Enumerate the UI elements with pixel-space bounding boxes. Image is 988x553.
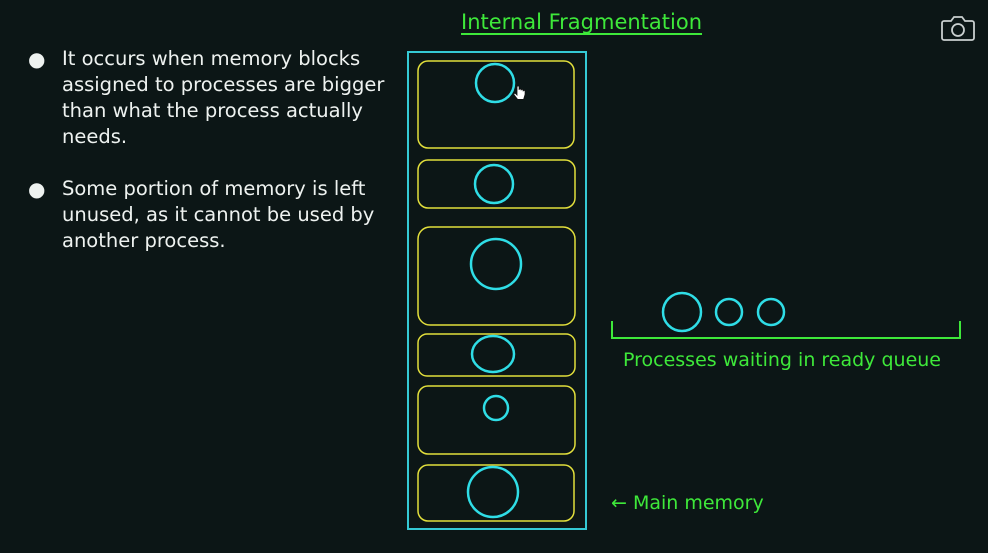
bullet-marker: ● [28,47,46,71]
hand-pointer-icon [514,86,526,100]
queue-bracket [611,321,961,339]
ready-queue-label: Processes waiting in ready queue [623,349,941,371]
bullet-text: It occurs when memory blocks assigned to… [62,47,385,148]
waiting-process-circle [756,297,786,327]
waiting-process-circle [661,291,703,333]
bullet-item: ● It occurs when memory blocks assigned … [28,46,408,150]
main-memory-label: ← Main memory [611,492,764,514]
waiting-process-circle [714,297,744,327]
main-memory-container [407,51,587,530]
process-circle [473,163,515,205]
memory-block [417,333,576,377]
camera-icon[interactable] [940,12,976,44]
memory-block [417,159,576,209]
memory-block [417,226,576,326]
process-circle [469,237,523,291]
process-circle [470,334,516,374]
bullet-list: ● It occurs when memory blocks assigned … [28,46,408,280]
process-circle [482,394,510,422]
bullet-text: Some portion of memory is left unused, a… [62,177,375,252]
page-title: Internal Fragmentation [461,10,703,34]
memory-block [417,385,576,455]
memory-block [417,60,575,149]
memory-block [417,464,575,522]
bullet-item: ● Some portion of memory is left unused,… [28,176,408,254]
process-circle [466,465,520,519]
bullet-marker: ● [28,177,46,201]
process-circle [474,62,516,104]
